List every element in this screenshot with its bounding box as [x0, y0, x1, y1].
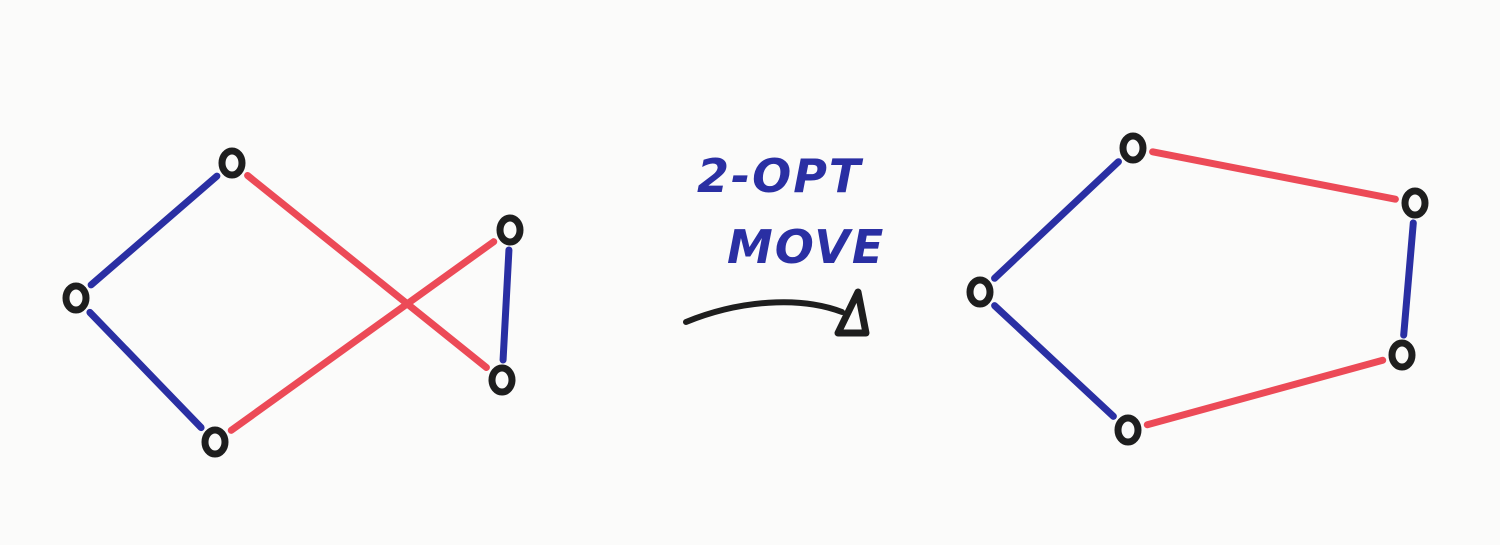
after-edge-a-d-swapped [1149, 148, 1399, 203]
before-node-a [218, 147, 246, 179]
before-edge-c-d-swapped [227, 238, 498, 434]
after-edge-b-c-kept [991, 302, 1117, 420]
before-node-b [62, 282, 90, 314]
after-tour-graph [966, 132, 1429, 446]
arrow-shaft [683, 299, 845, 325]
move-caption: 2-OPT MOVE [697, 149, 885, 274]
curved-arrow-icon [683, 288, 870, 337]
arrow-head [834, 288, 870, 337]
before-node-c [201, 426, 229, 458]
after-edge-c-e-swapped [1143, 356, 1387, 429]
before-node-e [488, 364, 516, 396]
before-edge-a-b-kept [87, 172, 221, 289]
after-node-a [1119, 132, 1147, 164]
before-node-d [496, 214, 524, 246]
caption-line-1: 2-OPT [697, 149, 864, 203]
after-node-d [1401, 187, 1429, 219]
after-edge-a-b-kept [991, 158, 1122, 282]
before-tour-graph [62, 147, 524, 458]
after-node-b [966, 276, 994, 308]
after-node-e [1388, 339, 1416, 371]
before-edge-b-c-kept [86, 308, 205, 432]
caption-line-2: MOVE [727, 220, 885, 274]
before-edge-a-e-swapped [244, 172, 490, 371]
after-edge-d-e-kept [1400, 219, 1417, 339]
after-node-c [1114, 414, 1142, 446]
before-edge-d-e-kept [499, 246, 513, 364]
